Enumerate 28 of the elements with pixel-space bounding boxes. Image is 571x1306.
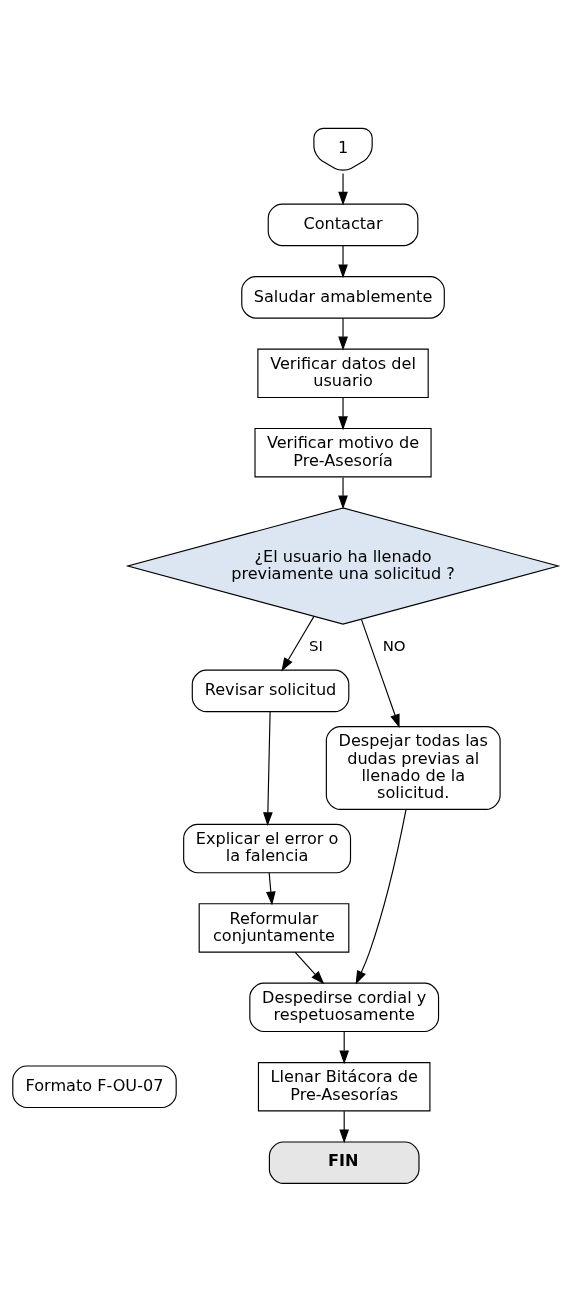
edge-label: NO <box>382 636 406 655</box>
arrow <box>266 871 276 905</box>
arrow <box>263 710 273 826</box>
node-box: Formato F-OU-07 <box>12 1064 177 1108</box>
node-box: Explicar el error o la falencia <box>183 823 352 873</box>
arrow <box>338 476 348 509</box>
node-box: FIN <box>268 1140 420 1184</box>
edge-label: SI <box>308 636 323 655</box>
node-box: Llenar Bitácora de Pre-Asesorías <box>257 1061 431 1111</box>
arrow <box>339 1110 350 1143</box>
arrow <box>338 244 348 278</box>
arrow <box>339 1030 349 1064</box>
node-box: Revisar solicitud <box>191 669 350 712</box>
node-diamond: ¿El usuario ha llenado previamente una solicitud ? <box>125 506 561 625</box>
node-box: Despejar todas las dudas previas al llenado de la solicitud. <box>325 725 501 810</box>
arrow <box>338 317 348 350</box>
node-box: Reformular conjuntamente <box>198 902 350 953</box>
arrow <box>338 396 348 430</box>
node-box: Saludar amablemente <box>241 275 445 319</box>
node-box: Verificar datos del usuario <box>257 348 429 398</box>
arrow <box>281 615 315 671</box>
arrow <box>355 808 407 984</box>
arrow <box>294 951 325 984</box>
node-box: Verificar motivo de Pre-Asesoría <box>254 427 432 477</box>
node-box: Despedirse cordial y respetuosamente <box>249 982 440 1032</box>
node-box: Contactar <box>267 203 419 246</box>
arrow <box>360 618 400 728</box>
arrow <box>338 172 348 206</box>
